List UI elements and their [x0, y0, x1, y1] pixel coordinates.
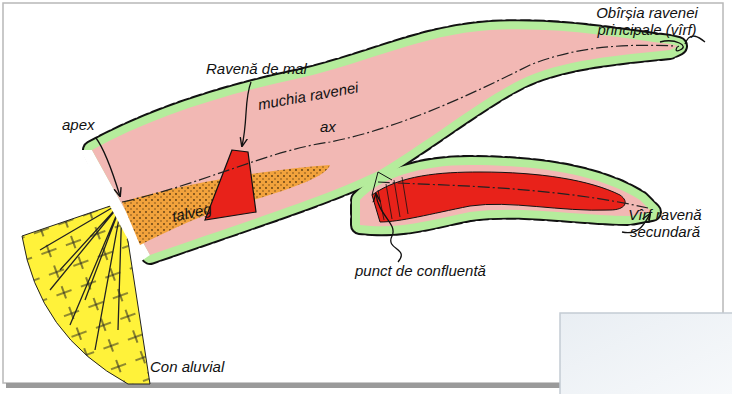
- overlay-panel: [560, 313, 732, 394]
- bank-gully: [205, 150, 256, 220]
- apex-label: apex: [62, 116, 95, 133]
- fan-label: Con aluvial: [150, 358, 224, 375]
- ravine-axis: [122, 45, 676, 202]
- axis-label: ax: [320, 118, 336, 135]
- confluence-label: punct de confluentă: [355, 262, 486, 279]
- source-label: Obîrșia ravenei principale (vîrf): [572, 4, 722, 38]
- secondary-axis: [378, 182, 648, 208]
- secondary-tip-label: Vîrf ravenă secundară: [606, 206, 724, 240]
- ravine-bed: [92, 29, 678, 255]
- leader-lines: [96, 36, 705, 262]
- bank-gully-label: Ravenă de mal: [206, 60, 307, 77]
- ravine-margin: [92, 29, 678, 255]
